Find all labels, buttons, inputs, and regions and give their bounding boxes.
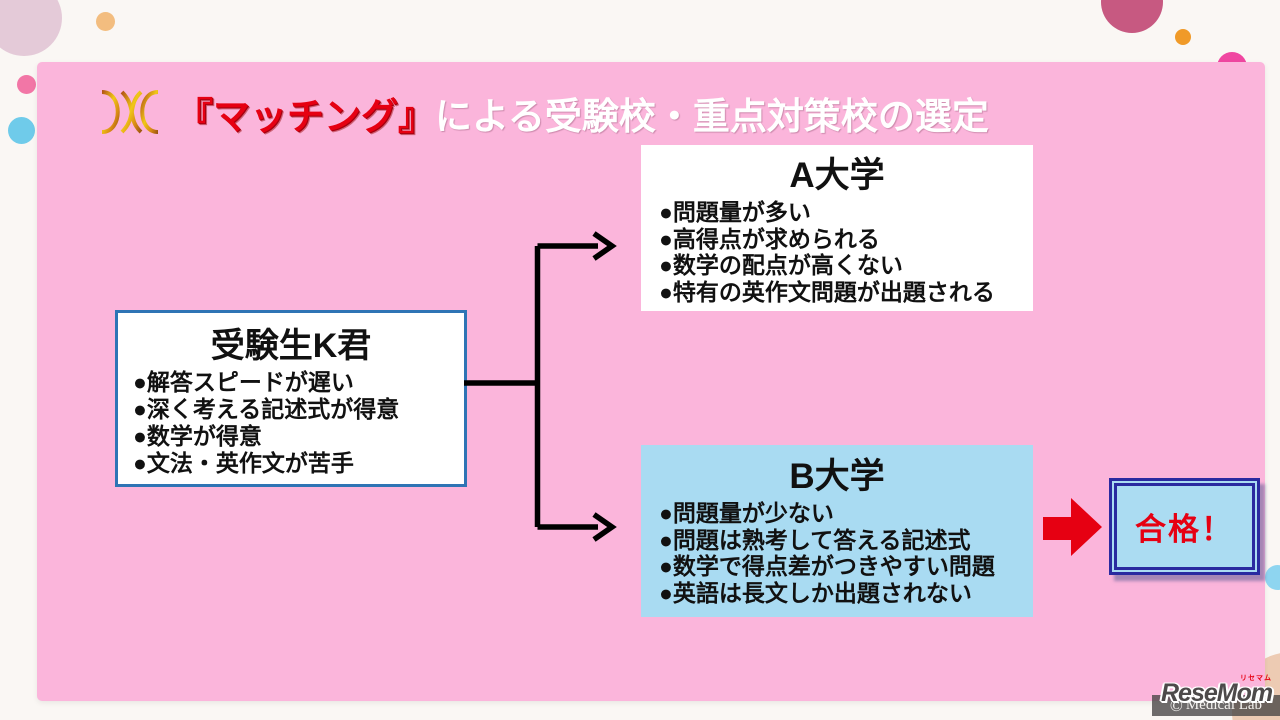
university-b-title: B大学 <box>789 457 885 496</box>
bullet-item: ●数学が得意 <box>133 423 262 449</box>
decor-circle-rose-topright <box>1101 0 1163 33</box>
student-k-bullets: ●解答スピードが遅い ●深く考える記述式が得意 ●数学が得意 ●文法・英作文が苦… <box>118 369 464 477</box>
slide-title-highlight: 『マッチング』 <box>176 96 435 137</box>
resemom-logo: ReseMom <box>1161 679 1273 707</box>
bullet-item: ●特有の英作文問題が出題される <box>659 278 995 305</box>
student-k-box: 受験生K君 ●解答スピードが遅い ●深く考える記述式が得意 ●数学が得意 ●文法… <box>115 310 467 487</box>
university-b-box: B大学 ●問題量が少ない ●問題は熟考して答える記述式 ●数学で得点差がつきやす… <box>641 445 1033 617</box>
decor-circle-orange-topright <box>1175 29 1191 45</box>
bullet-item: ●深く考える記述式が得意 <box>133 396 400 422</box>
university-b-bullets: ●問題量が少ない ●問題は熟考して答える記述式 ●数学で得点差がつきやすい問題 … <box>641 500 1033 606</box>
slide-title-rest: による受験校・重点対策校の選定 <box>435 96 989 137</box>
bullet-item: ●問題量が少ない <box>659 500 834 526</box>
decor-circle-mauve <box>0 0 62 56</box>
university-a-bullets: ●問題量が多い ●高得点が求められる ●数学の配点が高くない ●特有の英作文問題… <box>641 199 1033 305</box>
bullet-item: ●英語は長文しか出題されない <box>659 579 972 606</box>
result-box: 合格！ <box>1109 478 1260 575</box>
decor-circle-blue-left <box>8 117 35 144</box>
decor-circle-pink-left <box>17 75 36 94</box>
bullet-item: ●数学で得点差がつきやすい問題 <box>659 553 995 579</box>
bullet-item: ●高得点が求められる <box>659 225 880 252</box>
university-a-title: A大学 <box>789 156 885 195</box>
student-k-title: 受験生K君 <box>210 327 372 365</box>
bullet-item: ●問題は熟考して答える記述式 <box>659 526 971 553</box>
bullet-item: ●解答スピードが遅い <box>133 369 354 395</box>
bullet-item: ●数学の配点が高くない <box>659 252 903 278</box>
slide-title: 『マッチング』による受験校・重点対策校の選定 <box>176 86 989 137</box>
decor-circle-orange-top <box>96 12 115 31</box>
copyright-bar: © Medical Lab <box>1152 695 1280 716</box>
copyright-text: Medical Lab <box>1185 697 1263 713</box>
copyright-symbol: © <box>1169 696 1183 715</box>
resemom-ruby-label: リセマム <box>1240 675 1272 682</box>
medical-lab-logo-icon <box>100 90 160 134</box>
university-a-box: A大学 ●問題量が多い ●高得点が求められる ●数学の配点が高くない ●特有の英… <box>641 145 1033 311</box>
result-label: 合格！ <box>1135 512 1234 547</box>
bullet-item: ●文法・英作文が苦手 <box>133 450 354 476</box>
bullet-item: ●問題量が多い <box>659 199 811 225</box>
decor-circle-blue-right <box>1265 565 1280 590</box>
